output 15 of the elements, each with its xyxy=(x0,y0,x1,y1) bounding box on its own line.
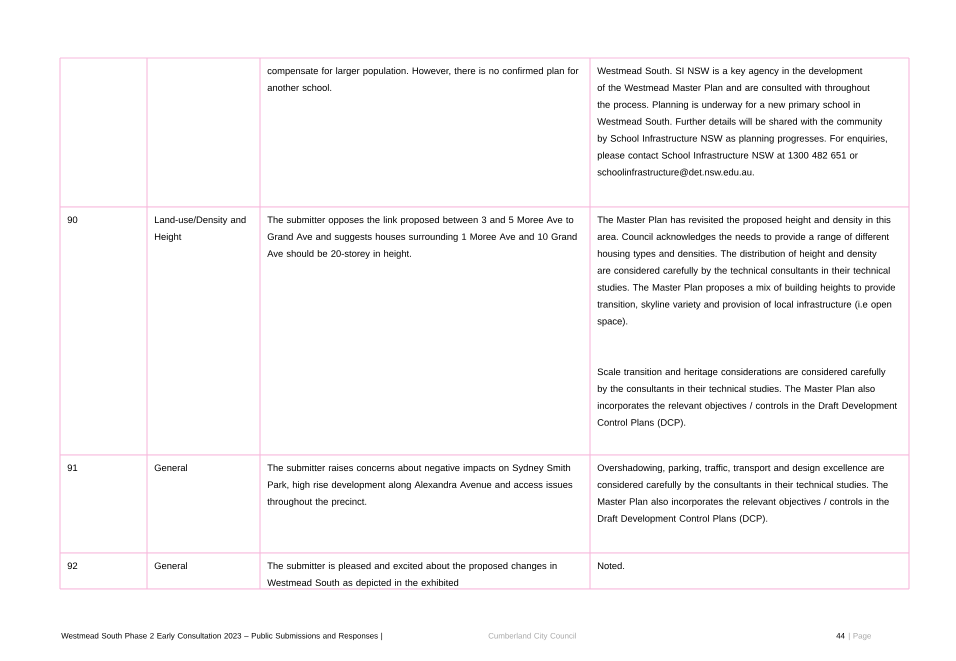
table-cell-text: 90 xyxy=(68,216,78,224)
table-cell-text: Westmead South. SI NSW is a key agency in the development of the Westmead Master Plan and are consulted with throughout the process. Planning is underway for a new primary school in Westmead South. Further details will be shared with the community by School Infrastructure NSW as planning progresses. For enquiries, please contact School Infrastructure NSW at 1300 482 651 or schoolinfrastructure@det.nsw.edu.au. xyxy=(597,67,887,177)
table-cell-text: The Master Plan has revisited the proposed height and density in this area. Council acknowledges the needs to provide a range of different housing types and densities. The distribution of height and density are considered carefully by the technical consultants in their technical studies. The Master Plan proposes a mix of building heights to provide transition, skyline variety and provision of local infrastructure (i.e open space). xyxy=(597,216,896,326)
table-cell-text: compensate for larger population. However, there is no confirmed plan for another school. xyxy=(268,67,578,92)
table-cell-text: 91 xyxy=(68,464,78,472)
table-cell-text: Scale transition and heritage considerations are considered carefully by the consultants in their technical studies. The Master Plan also incorporates the relevant objectives / controls in the Draft Development Control Plans (DCP). xyxy=(598,368,897,428)
table-cell-text: General xyxy=(154,464,188,472)
table-cell-text: Overshadowing, parking, traffic, transport and design excellence are considered carefully by the consultants in their technical studies. The Master Plan also incorporates the relevant objectives / controls in the Draft Development Control Plans (DCP). xyxy=(598,464,889,524)
table-cell-text: Land-use/Density and Height xyxy=(154,216,246,242)
table-cell-text: The submitter is pleased and excited about the proposed changes in Westmead South as depicted in the exhibited xyxy=(267,562,557,588)
table-cell-text: The submitter opposes the link proposed between 3 and 5 Moree Ave to Grand Ave and suggests houses surrounding 1 Moree Ave and 10 Grand Ave should be 20-storey in height. xyxy=(267,216,577,259)
table-cell-text: General xyxy=(154,562,188,570)
table-cell-text: 92 xyxy=(68,562,78,570)
table-cell-text: The submitter raises concerns about negative impacts on Sydney Smith Park, high rise development along Alexandra Avenue and access issues throughout the precinct. xyxy=(267,464,572,507)
table-cell-text: Noted. xyxy=(598,562,624,570)
